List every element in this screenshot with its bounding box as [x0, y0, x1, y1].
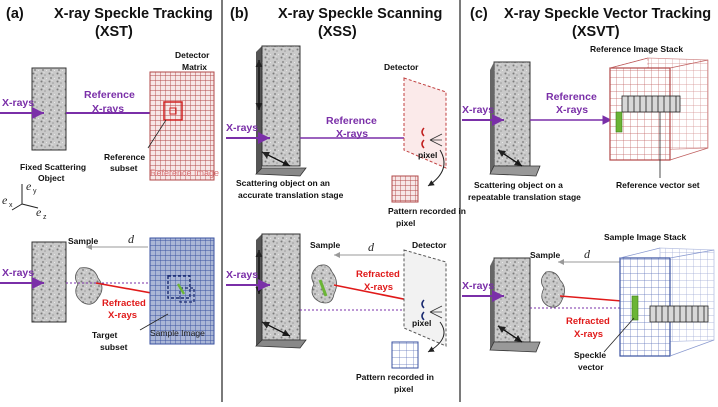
- panel-a: (a) X-ray Speckle Tracking (XST) X-rays …: [0, 6, 219, 352]
- green-vector: [176, 283, 186, 295]
- detector-label: Matrix: [182, 62, 207, 72]
- xrays-label: X-rays: [226, 122, 258, 134]
- reference-label: Reference: [546, 91, 597, 103]
- xrays-label: X-rays: [2, 97, 34, 109]
- detector-label: Detector: [175, 50, 210, 60]
- axis-sub: y: [33, 188, 37, 195]
- panel-title: X-ray Speckle Vector Tracking: [504, 6, 711, 22]
- axis-label: e: [36, 205, 42, 219]
- reference-detector: [149, 71, 215, 181]
- sample-vector-set: [631, 295, 709, 323]
- pattern-label: Pattern recorded in: [388, 206, 466, 216]
- xrays-label: X-rays: [462, 104, 494, 116]
- refracted-label: Refracted: [102, 298, 146, 309]
- axes-icon: e y e x e z: [2, 179, 47, 221]
- pattern-grid: [391, 175, 419, 203]
- reference-label: Reference: [326, 115, 377, 127]
- stage-label: Scattering object on an: [236, 178, 330, 188]
- sample-label: Sample: [530, 250, 561, 260]
- axis-sub: z: [43, 214, 47, 221]
- pattern-grid: [391, 341, 419, 369]
- speckle-vector-label: vector: [578, 362, 604, 372]
- stage-label: repeatable translation stage: [468, 192, 581, 202]
- pattern-label: Pattern recorded in: [356, 372, 434, 382]
- refracted-label: X-rays: [108, 310, 137, 321]
- reference-label: X-rays: [556, 104, 588, 116]
- sample-object: [75, 267, 103, 305]
- distance-label: d: [584, 247, 591, 261]
- detector-plane: [403, 77, 447, 169]
- stage-label: accurate translation stage: [238, 190, 344, 200]
- stack-label: Sample Image Stack: [604, 232, 686, 242]
- refracted-label: Refracted: [566, 316, 610, 327]
- sample-object: [311, 264, 337, 304]
- panel-letter: (a): [6, 6, 24, 22]
- panel-letter: (b): [230, 6, 249, 22]
- stage-label: Scattering object on a: [474, 180, 563, 190]
- distance-label: d: [128, 232, 135, 246]
- green-vector: [318, 279, 328, 297]
- target-subset-box: [167, 275, 191, 299]
- xrays-label: X-rays: [462, 280, 494, 292]
- detector-label: Detector: [384, 62, 419, 72]
- panel-b: (b) X-ray Speckle Scanning (XSS) X-rays …: [226, 6, 466, 394]
- fixed-object-label: Object: [38, 173, 65, 183]
- xrays-label: X-rays: [226, 269, 258, 281]
- reference-label: Reference: [84, 89, 135, 101]
- target-subset-label: subset: [100, 342, 128, 352]
- xrays-label: X-rays: [2, 267, 34, 279]
- panel-letter: (c): [470, 6, 488, 22]
- pattern-label: pixel: [394, 384, 413, 394]
- scattering-object: [31, 67, 67, 151]
- reference-vector-set: [615, 95, 681, 133]
- reference-subset-inner: [169, 107, 177, 115]
- panel-title: X-ray Speckle Scanning: [278, 6, 442, 22]
- reference-subset-label: Reference: [104, 152, 145, 162]
- reference-subset-label: subset: [110, 163, 138, 173]
- sample-label: Sample: [68, 236, 99, 246]
- sample-label: Sample: [310, 240, 341, 250]
- pixel-label: pixel: [418, 150, 437, 160]
- panel-title: X-ray Speckle Tracking: [54, 6, 213, 22]
- refracted-label: X-rays: [574, 329, 603, 340]
- scattering-object: [493, 257, 531, 343]
- pixel-label: pixel: [412, 318, 431, 328]
- axis-label: e: [2, 193, 8, 207]
- panel-c: (c) X-ray Speckle Vector Tracking (XSVT)…: [462, 6, 715, 372]
- axis-sub: x: [9, 202, 13, 209]
- panel-abbr: (XST): [95, 24, 133, 40]
- panel-abbr: (XSVT): [572, 24, 620, 40]
- reference-subset-box: [163, 101, 183, 121]
- panel-abbr: (XSS): [318, 24, 357, 40]
- reference-label: X-rays: [336, 128, 368, 140]
- reference-image-label: Reference Image: [150, 168, 219, 178]
- pattern-label: pixel: [396, 218, 415, 228]
- detector-plane: [403, 249, 447, 347]
- refracted-label: Refracted: [356, 269, 400, 280]
- sample-image-label: Sample Image: [150, 328, 205, 338]
- axis-label: e: [26, 179, 32, 193]
- scattering-object: [261, 45, 301, 167]
- stack-label: Reference Image Stack: [590, 44, 683, 54]
- scattering-object: [261, 233, 301, 341]
- fixed-object-label: Fixed Scattering: [20, 162, 86, 172]
- target-subset-label: Target: [92, 330, 118, 340]
- distance-label: d: [368, 240, 375, 254]
- refracted-label: X-rays: [364, 282, 393, 293]
- vector-set-label: Reference vector set: [616, 180, 700, 190]
- reference-label: X-rays: [92, 103, 124, 115]
- sample-object: [541, 271, 565, 308]
- detector-label: Detector: [412, 240, 447, 250]
- speckle-vector-label: Speckle: [574, 350, 606, 360]
